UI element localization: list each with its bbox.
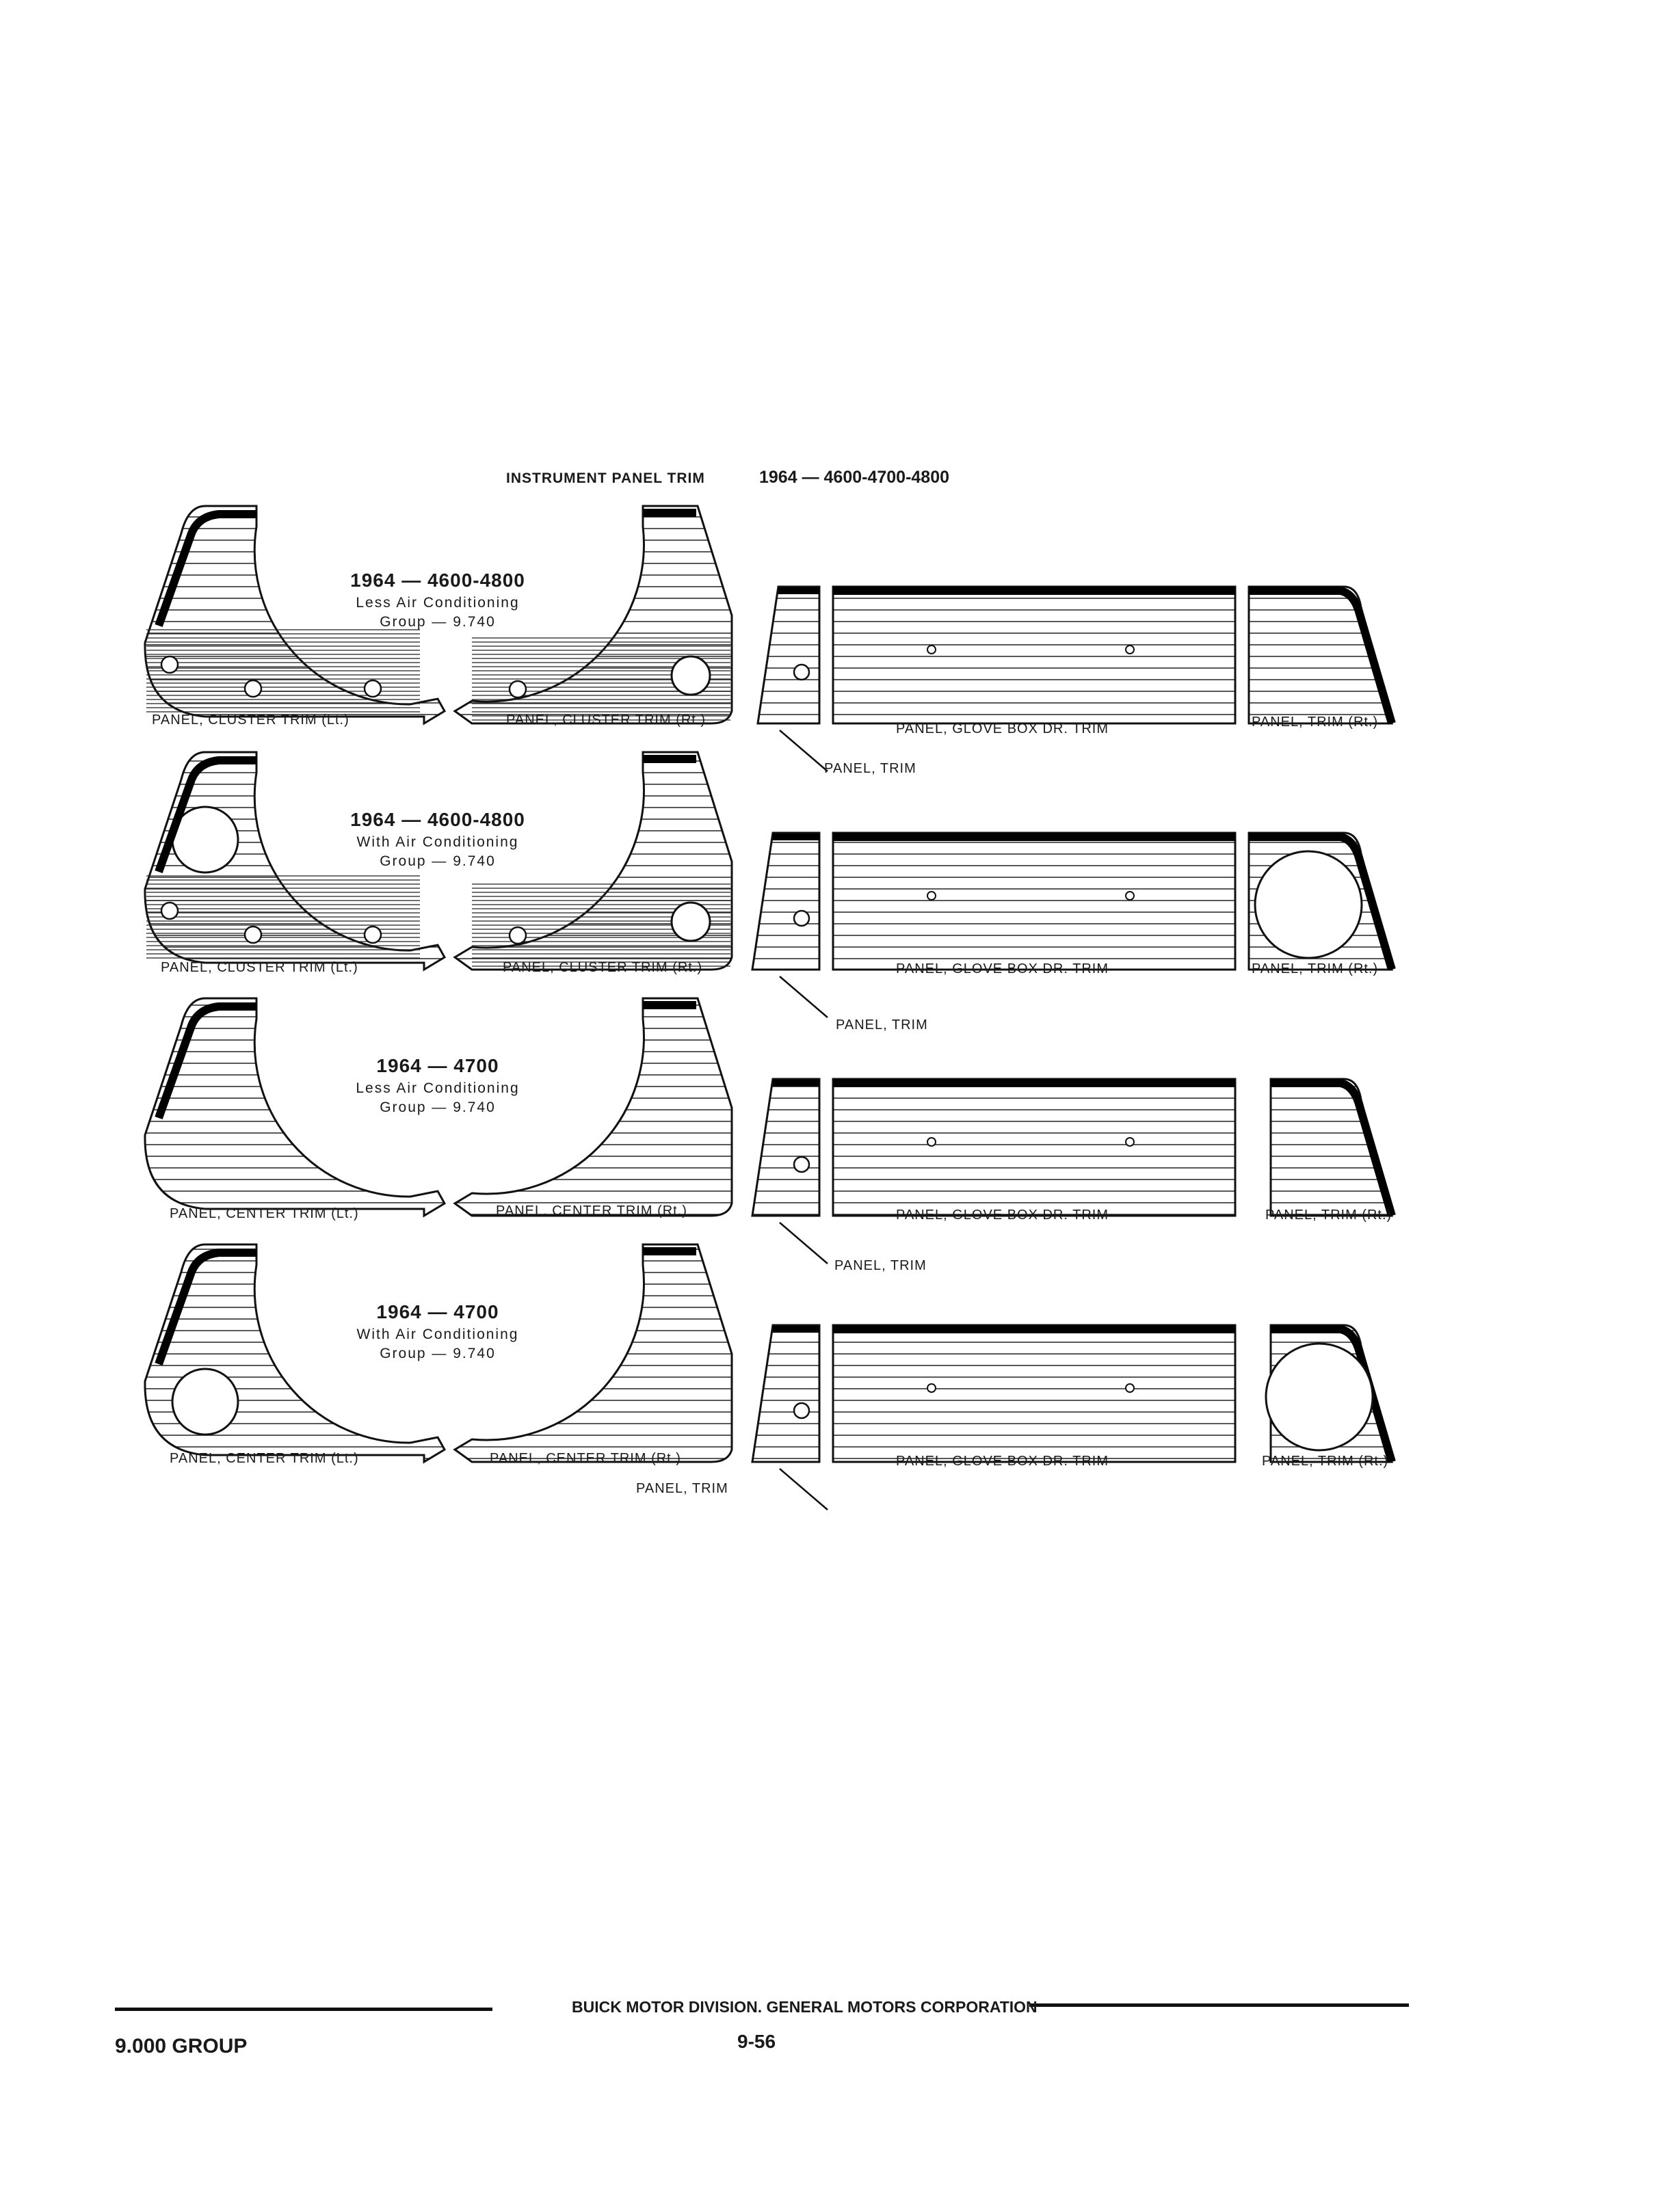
label-glove-box: PANEL, GLOVE BOX DR. TRIM (896, 721, 1109, 736)
page-number: 9-56 (737, 2031, 776, 2052)
left-trim-molding (155, 1002, 256, 1120)
left-trim-molding (155, 510, 256, 628)
left-trim-shaded-band (146, 628, 420, 715)
mounting-hole (793, 663, 810, 681)
label-cluster-trim-rt: PANEL, CLUSTER TRIM (Rt.) (503, 960, 703, 975)
legend-model: 1964 — 4600-4800 (350, 809, 525, 830)
small-trim-panel (751, 831, 821, 971)
left-trim-panel (144, 997, 447, 1218)
legend-group: Group — 9.740 (380, 853, 496, 870)
legend-row-2: 1964 — 4600-4800 With Air Conditioning G… (328, 807, 547, 871)
glove-box-door-panel (832, 585, 1237, 725)
label-panel-trim: PANEL, TRIM (834, 1258, 927, 1273)
label-glove-box: PANEL, GLOVE BOX DR. TRIM (896, 961, 1109, 976)
mounting-hole (793, 1156, 810, 1173)
legend-model: 1964 — 4700 (376, 1055, 499, 1076)
legend-option: Less Air Conditioning (356, 1080, 520, 1096)
label-panel-trim: PANEL, TRIM (636, 1481, 728, 1496)
mounting-hole (363, 679, 382, 698)
glove-box-stud (927, 1383, 936, 1393)
small-trim-panel (751, 1078, 821, 1217)
legend-group: Group — 9.740 (380, 614, 496, 630)
page-title: INSTRUMENT PANEL TRIM (506, 470, 705, 486)
mounting-hole (160, 901, 179, 920)
right-trim-end-molding (1249, 587, 1396, 725)
small-trim-panel (751, 1324, 821, 1463)
ac-outlet-opening (1265, 1342, 1374, 1452)
glove-box-stud (1125, 1137, 1135, 1147)
legend-option: With Air Conditioning (356, 1326, 519, 1342)
glove-box-door-panel (832, 1078, 1237, 1217)
leader-arrow (779, 730, 828, 772)
right-trim-panel (453, 1243, 733, 1463)
legend-row-3: 1964 — 4700 Less Air Conditioning Group … (328, 1053, 547, 1117)
mounting-hole (793, 909, 810, 927)
label-cluster-trim-lt: PANEL, CLUSTER TRIM (Lt.) (161, 960, 358, 975)
legend-option: Less Air Conditioning (356, 594, 520, 611)
legend-model: 1964 — 4700 (376, 1301, 499, 1322)
glove-box-stud (927, 645, 936, 654)
glove-box-stud (927, 891, 936, 901)
clock-opening (670, 901, 711, 942)
leader-arrow (779, 976, 828, 1018)
label-trim-rt: PANEL, TRIM (Rt.) (1262, 1454, 1389, 1469)
right-trim-end-molding (1271, 1325, 1396, 1463)
label-panel-trim: PANEL, TRIM (824, 761, 916, 776)
legend-row-1: 1964 — 4600-4800 Less Air Conditioning G… (328, 568, 547, 632)
legend-group: Group — 9.740 (380, 1346, 496, 1362)
footer-rule-left (115, 2008, 492, 2011)
label-cluster-trim-lt: PANEL, CLUSTER TRIM (Lt.) (152, 712, 349, 728)
leader-arrow (779, 1468, 828, 1510)
left-trim-molding (155, 1249, 256, 1366)
legend-row-4: 1964 — 4700 With Air Conditioning Group … (328, 1299, 547, 1363)
mounting-hole (793, 1402, 810, 1420)
label-panel-trim: PANEL, TRIM (836, 1017, 928, 1032)
series-header: 1964 — 4600-4700-4800 (759, 468, 950, 487)
footer-division: BUICK MOTOR DIVISION. GENERAL MOTORS COR… (572, 1998, 1038, 2016)
label-glove-box: PANEL, GLOVE BOX DR. TRIM (896, 1454, 1109, 1469)
glove-box-door-panel (832, 831, 1237, 971)
right-trim-end-molding (1249, 833, 1396, 971)
label-trim-rt: PANEL, TRIM (Rt.) (1252, 961, 1379, 976)
mounting-hole (243, 925, 263, 944)
mounting-hole (508, 926, 527, 945)
mounting-hole (363, 925, 382, 944)
glove-box-stud (927, 1137, 936, 1147)
ac-outlet-opening (1254, 850, 1363, 959)
label-center-trim-lt: PANEL, CENTER TRIM (Lt.) (170, 1451, 359, 1466)
label-center-trim-lt: PANEL, CENTER TRIM (Lt.) (170, 1206, 359, 1221)
label-trim-rt: PANEL, TRIM (Rt.) (1252, 715, 1379, 730)
label-cluster-trim-rt: PANEL, CLUSTER TRIM (Rt.) (506, 712, 706, 728)
clock-opening (670, 655, 711, 696)
small-trim-panel (756, 585, 821, 725)
legend-option: With Air Conditioning (356, 834, 519, 850)
leader-arrow (779, 1222, 828, 1264)
ac-outlet-opening (171, 1368, 239, 1436)
footer-group: 9.000 GROUP (115, 2035, 248, 2057)
legend-group: Group — 9.740 (380, 1100, 496, 1116)
glove-box-stud (1125, 891, 1135, 901)
mounting-hole (243, 679, 263, 698)
left-trim-shaded-band (146, 874, 420, 961)
label-center-trim-rt: PANEL, CENTER TRIM (Rt.) (490, 1451, 681, 1466)
glove-box-stud (1125, 645, 1135, 654)
right-trim-end-molding (1271, 1079, 1396, 1217)
label-glove-box: PANEL, GLOVE BOX DR. TRIM (896, 1208, 1109, 1223)
legend-model: 1964 — 4600-4800 (350, 570, 525, 591)
glove-box-stud (1125, 1383, 1135, 1393)
mounting-hole (508, 680, 527, 699)
left-trim-molding (155, 756, 256, 874)
label-center-trim-rt: PANEL, CENTER TRIM (Rt.) (496, 1203, 687, 1218)
label-trim-rt: PANEL, TRIM (Rt.) (1265, 1208, 1392, 1223)
mounting-hole (160, 655, 179, 674)
footer-rule-right (1029, 2003, 1409, 2007)
right-trim-panel (453, 997, 733, 1217)
glove-box-door-panel (832, 1324, 1237, 1463)
